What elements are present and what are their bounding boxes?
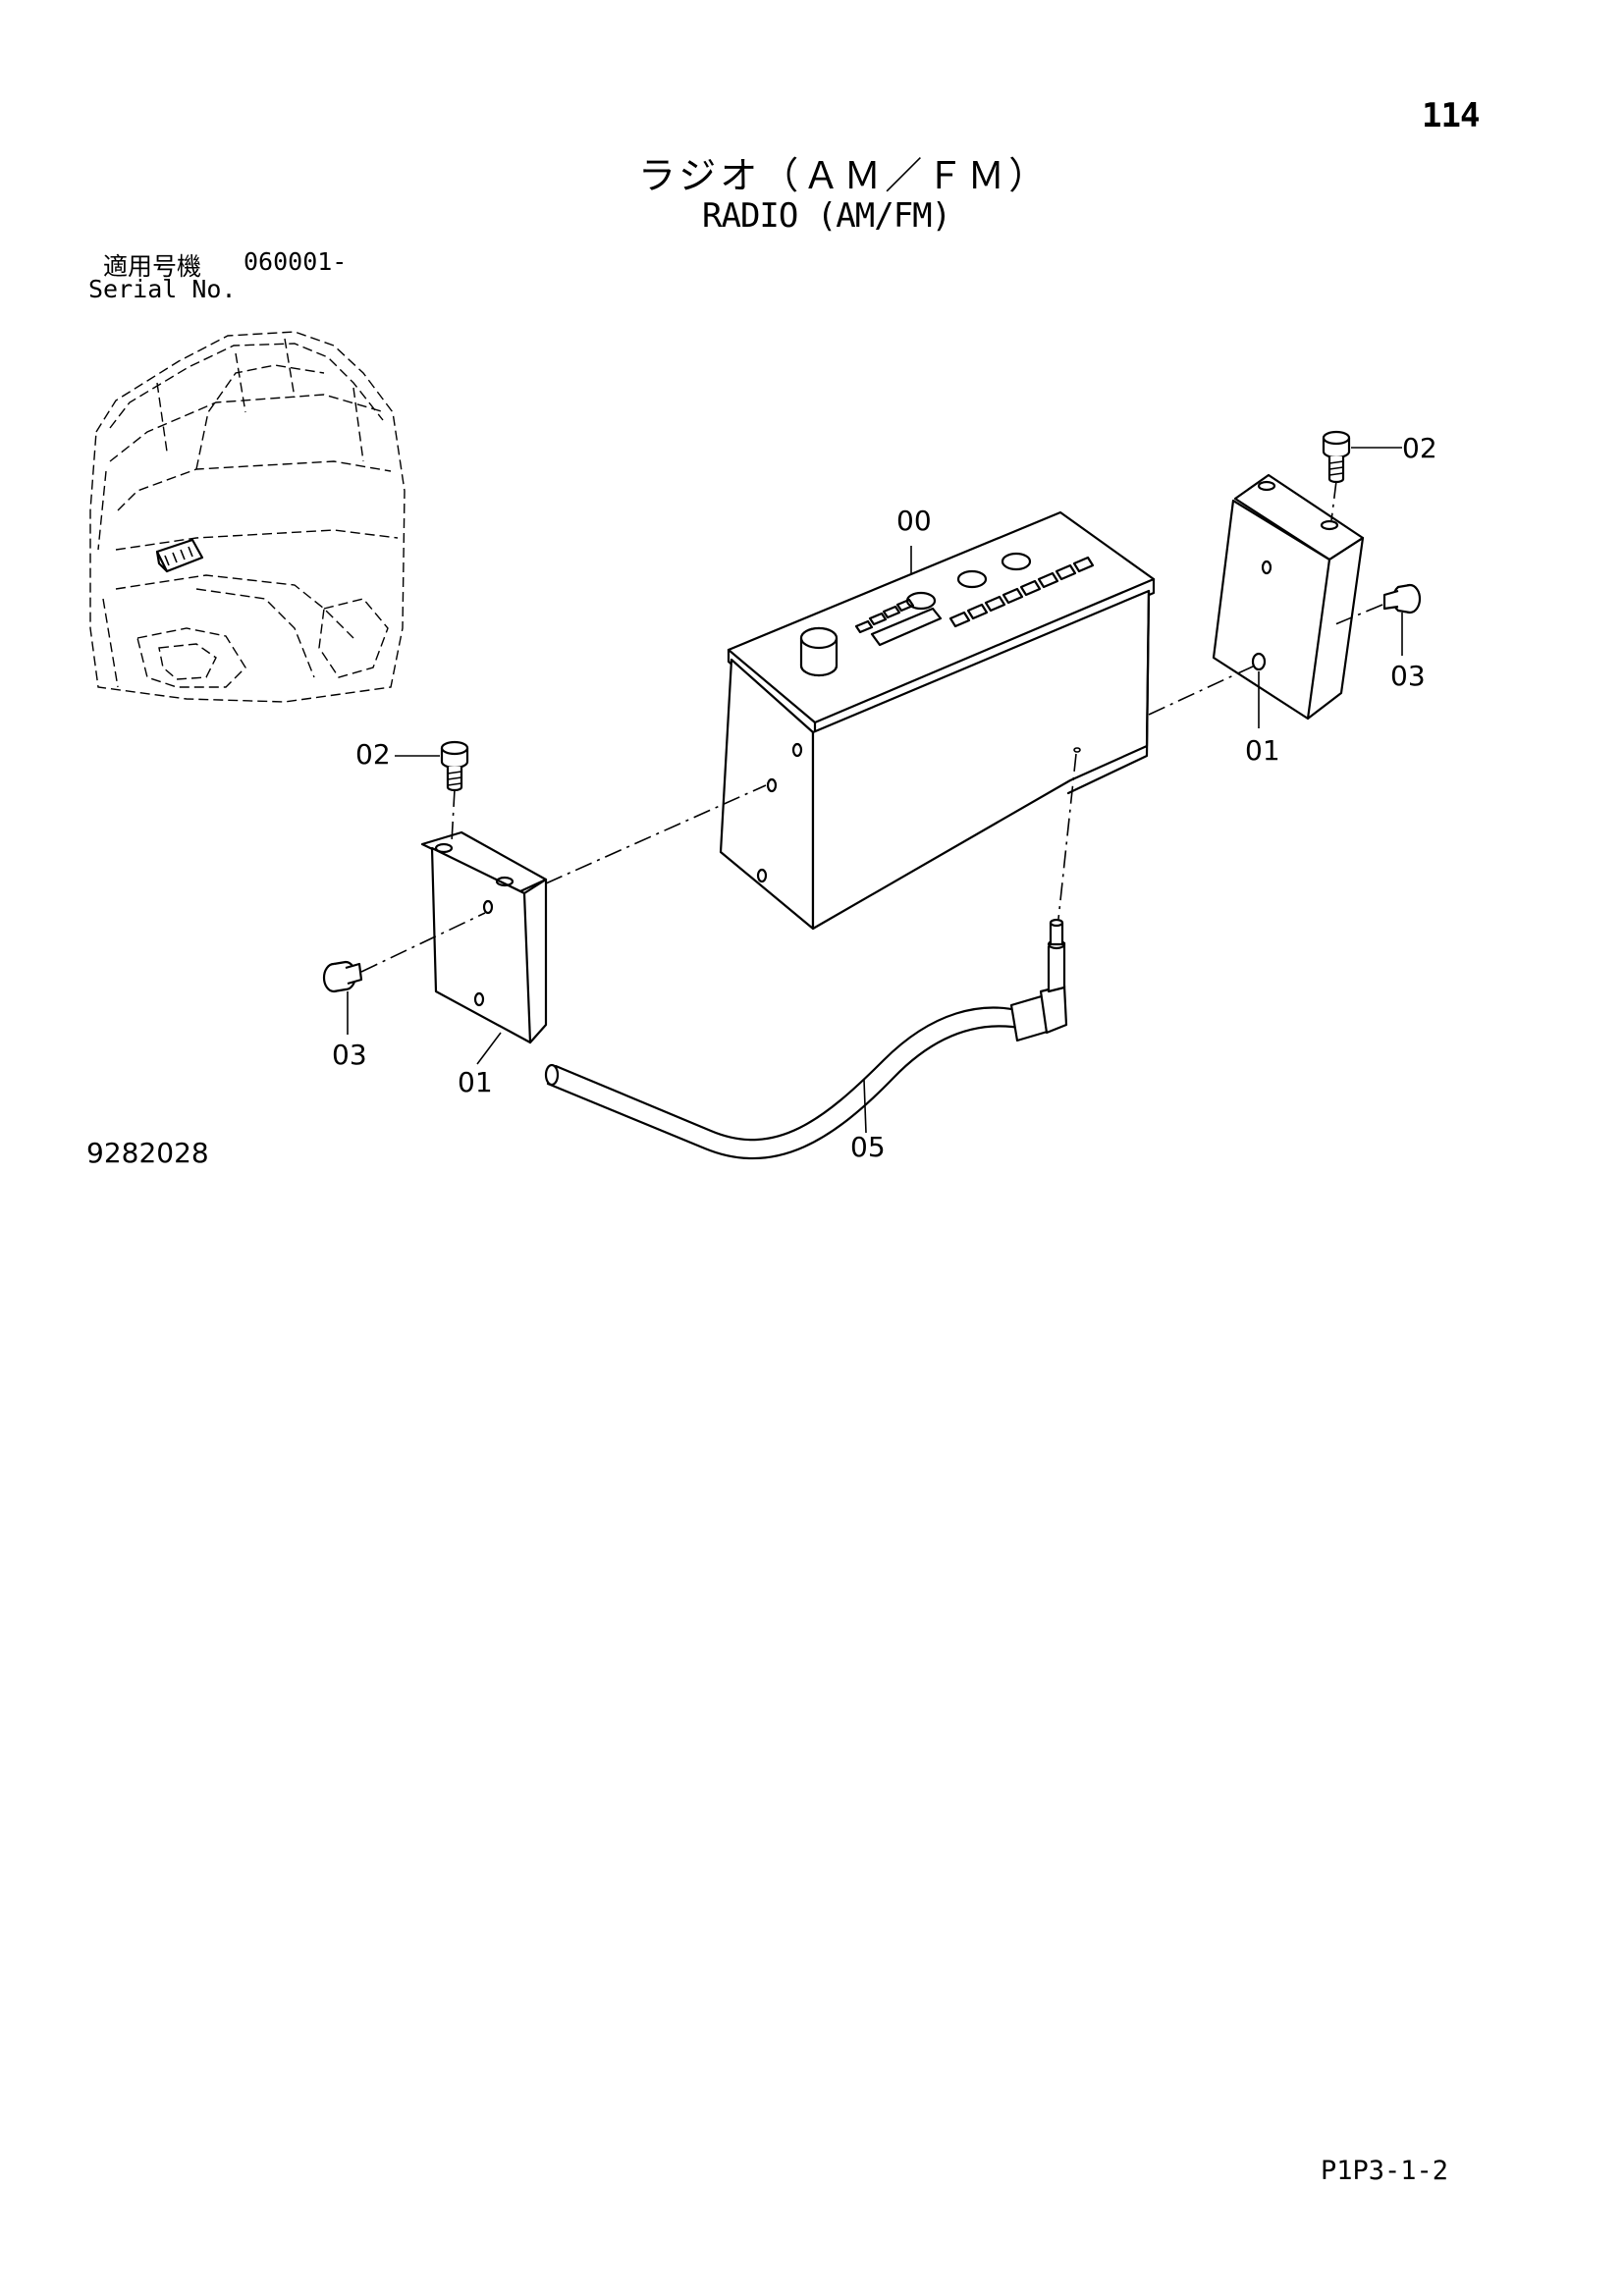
bolt-top-right [1322, 430, 1351, 484]
cab-locator-view [89, 331, 406, 703]
callout-radio-unit: 00 [896, 505, 932, 537]
screw-right [1382, 583, 1422, 614]
callout-screw-left: 03 [332, 1039, 367, 1071]
bracket-right [1212, 473, 1365, 721]
callout-bracket-right: 01 [1245, 734, 1280, 767]
page-code: P1P3-1-2 [1321, 2156, 1449, 2186]
antenna-cable [544, 918, 1068, 1160]
callout-screw-right: 03 [1390, 660, 1426, 692]
bolt-top-left [440, 740, 469, 792]
screw-left [322, 960, 363, 993]
callout-bracket-left: 01 [458, 1066, 493, 1098]
bracket-left [420, 830, 548, 1044]
radio-unit [719, 510, 1156, 931]
drawing-number: 9282028 [86, 1137, 209, 1169]
leader-lines [347, 447, 1403, 1134]
title-japanese: ラジオ（ＡＭ／ＦＭ） [638, 154, 1051, 197]
callout-bolt-top-right: 02 [1402, 432, 1437, 464]
callout-bolt-top-left: 02 [355, 738, 391, 771]
serial-number: 060001- [244, 247, 348, 276]
serial-label-english: Serial No. [88, 275, 237, 303]
serial-label-japanese: 適用号機 [103, 252, 202, 281]
callout-antenna-cable: 05 [850, 1131, 886, 1163]
assembly-lines [360, 480, 1383, 973]
page-number: 114 [1422, 96, 1480, 135]
title-english: RADIO (AM/FM) [702, 196, 951, 236]
